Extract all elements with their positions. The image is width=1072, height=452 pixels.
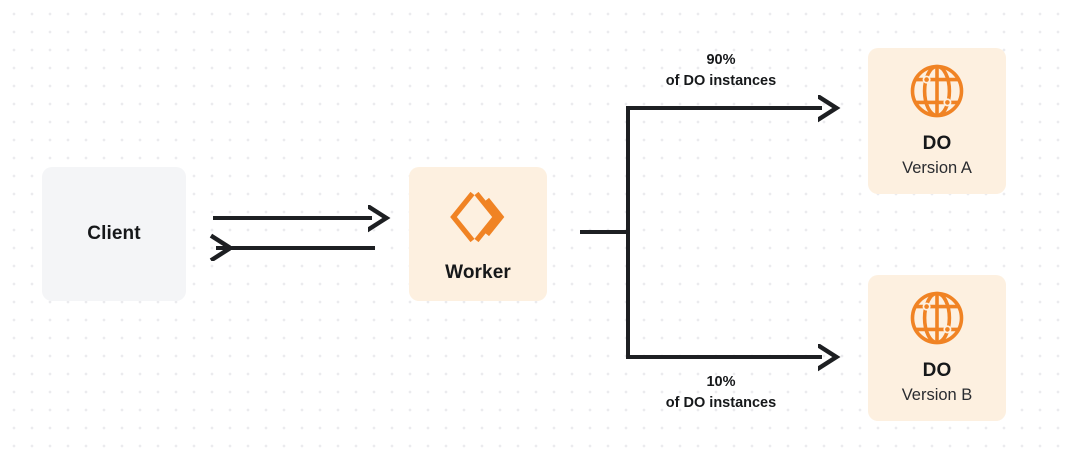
edge-label-do-a-percent: 90% [706, 52, 736, 68]
node-worker-title: Worker [445, 262, 511, 284]
node-do-a-title: DO [922, 133, 952, 155]
node-do-b-title: DO [922, 360, 952, 382]
edge-label-do-b-text: of DO instances [665, 395, 777, 412]
node-do-b-subtitle: Version B [901, 386, 973, 405]
edge-label-do-a: 90% of DO instances [628, 50, 814, 93]
node-do-a-subtitle: Version A [902, 159, 972, 178]
node-client-title: Client [87, 222, 141, 244]
globe-icon [908, 62, 966, 120]
node-worker[interactable]: Worker [409, 167, 547, 301]
edge-label-do-a-text: of DO instances [665, 73, 777, 90]
node-do-version-a[interactable]: DO Version A [868, 48, 1006, 194]
node-client[interactable]: Client [42, 167, 186, 301]
edge-label-do-b: 10% of DO instances [628, 372, 814, 415]
edge-label-do-b-percent: 10% [706, 374, 736, 390]
globe-icon [908, 289, 966, 347]
cloudflare-workers-icon [445, 184, 511, 250]
node-do-version-b[interactable]: DO Version B [868, 275, 1006, 421]
